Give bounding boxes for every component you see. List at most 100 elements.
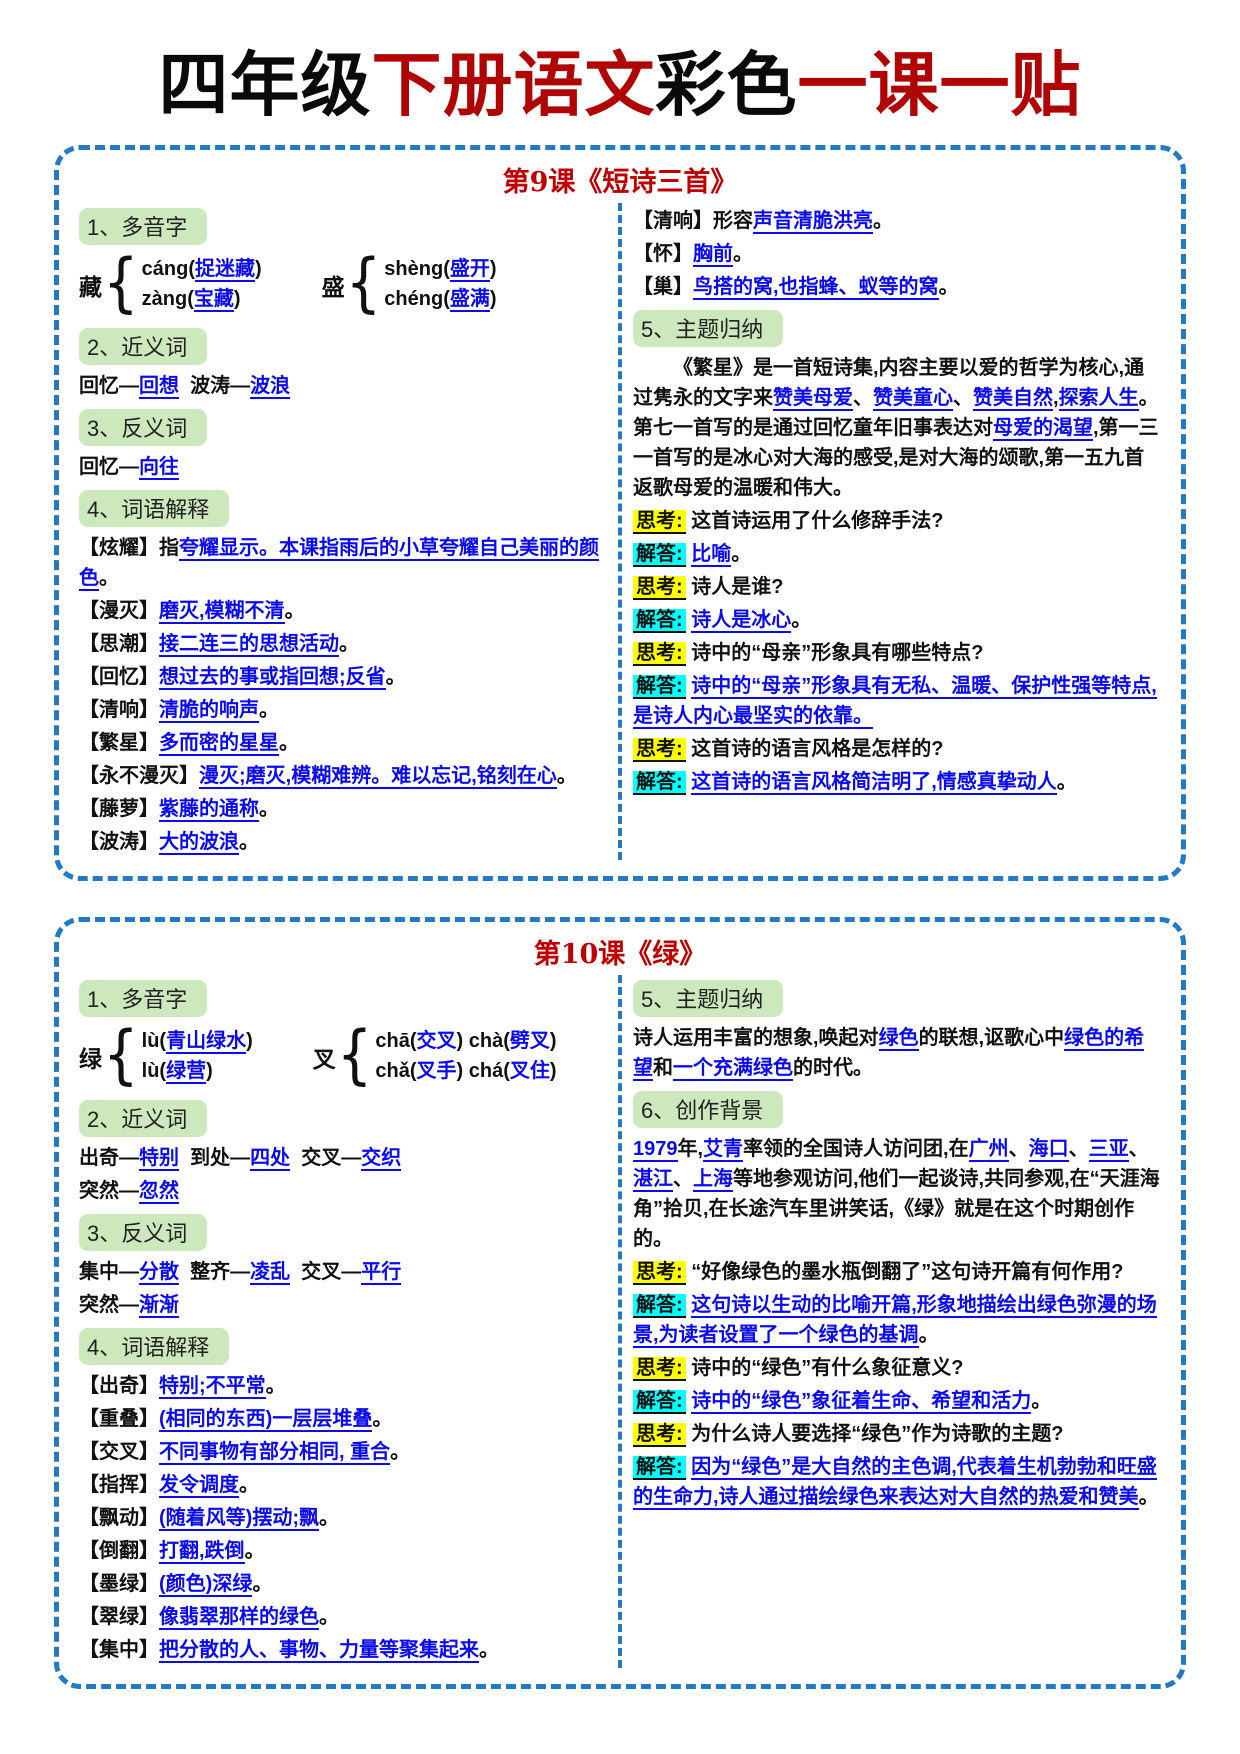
text-segment: ) <box>254 258 262 280</box>
text-segment: 诗中的“母亲”形象具有哪些特点? <box>685 642 984 664</box>
text-segment: 。 <box>372 1408 393 1430</box>
text-segment: 。 <box>918 1324 939 1346</box>
text-segment: 突然— <box>79 1180 139 1202</box>
text-segment: 。 <box>390 1441 411 1463</box>
text-segment: 交叉— <box>290 1147 362 1169</box>
paragraph: 【翠绿】像翡翠那样的绿色。 <box>79 1602 607 1632</box>
answer-label: 解答: <box>633 609 686 633</box>
section-label: 1、多音字 <box>79 208 208 245</box>
paragraph: 思考: 为什么诗人要选择“绿色”作为诗歌的主题? <box>633 1419 1161 1449</box>
text-segment: 的时代。 <box>793 1057 873 1079</box>
paragraph: 【倒翻】打翻,跌倒。 <box>79 1536 607 1566</box>
text-segment: 【倒翻】 <box>79 1540 159 1562</box>
text-segment: ) <box>489 288 497 310</box>
text-segment: 。 <box>252 1573 273 1595</box>
text-segment: 【怀】 <box>633 243 693 265</box>
paragraph: 解答: 诗人是冰心。 <box>633 605 1161 635</box>
paragraph: 回忆—回想 波涛—波浪 <box>79 371 607 401</box>
text-segment: 诗人是谁? <box>685 576 784 598</box>
gloss-text: 绿色的希望 <box>633 1027 1145 1081</box>
gloss-text: 想过去的事或指回想;反省 <box>159 666 386 690</box>
text-segment: 【交叉】 <box>79 1441 159 1463</box>
paragraph: 【集中】把分散的人、事物、力量等聚集起来。 <box>79 1635 607 1665</box>
gloss-text: 因为“绿色”是大自然的主色调,代表着生机勃勃和旺盛的生命力,诗人通过描绘绿色来表… <box>633 1456 1157 1510</box>
text-segment: ) chá( <box>456 1060 510 1082</box>
gloss-text: 比喻 <box>691 543 732 567</box>
text-segment: 整齐— <box>179 1261 251 1283</box>
gloss-text: 大的波浪 <box>159 831 239 855</box>
text-segment: ,第一三一首写的是冰心对大海的感受,是对大海的颂歌,第一五九首返歌母爱的温暖和伟… <box>633 417 1159 499</box>
paragraph: 【永不漫灭】漫灭;磨灭,模糊难辨。难以忘记,铭刻在心。 <box>79 761 607 791</box>
text-segment: 。 <box>239 831 259 853</box>
answer-label: 解答: <box>633 675 686 699</box>
pronunciation-line: shèng(盛开) <box>384 256 497 283</box>
paragraph: 诗人运用丰富的想象,唤起对绿色的联想,讴歌心中绿色的希望和一个充满绿色的时代。 <box>633 1023 1161 1083</box>
gloss-text: 赞美童心 <box>873 387 953 411</box>
paragraph: 【思潮】接二连三的思想活动。 <box>79 629 607 659</box>
paragraph: 思考: 这首诗的语言风格是怎样的? <box>633 734 1161 764</box>
lesson-10-card: 第10课《绿》 1、多音字绿{lù(青山绿水)lù(绿营)叉{chā(交叉) c… <box>54 917 1186 1689</box>
answer-label: 解答: <box>633 1294 686 1318</box>
text-segment: 【集中】 <box>79 1639 159 1661</box>
gloss-text: 夸耀显示。本课指雨后的小草夸耀自己美丽的颜色 <box>79 537 599 591</box>
text-segment: 、 <box>853 387 873 409</box>
text-segment: 【回忆】 <box>79 666 159 688</box>
text-segment: 的联想,讴歌心中 <box>918 1027 1065 1049</box>
pronunciation-line: cáng(捉迷藏) <box>142 256 262 283</box>
gloss-text: 诗人是冰心 <box>691 609 792 633</box>
gloss-text: 胸前 <box>693 243 733 267</box>
think-label: 思考: <box>633 576 686 600</box>
paragraph: 【飘动】(随着风等)摆动;飘。 <box>79 1503 607 1533</box>
text-segment: 。 <box>339 633 359 655</box>
text-segment: 交叉— <box>290 1261 362 1283</box>
gloss-text: 声音清脆洪亮 <box>753 210 873 234</box>
gloss-text: 绿色 <box>878 1027 919 1051</box>
paragraph: 《繁星》是一首短诗集,内容主要以爱的哲学为核心,通过隽永的文字来赞美母爱、赞美童… <box>633 353 1161 503</box>
gloss-text: 劈叉 <box>509 1030 550 1052</box>
text-segment: 。 <box>284 600 305 622</box>
gloss-text: 艾青 <box>703 1138 744 1162</box>
text-segment: 【墨绿】 <box>79 1573 159 1595</box>
polyphonic-row: 绿{lù(青山绿水)lù(绿营)叉{chā(交叉) chà(劈叉)chǎ(叉手)… <box>79 1023 607 1088</box>
lesson-9-columns: 1、多音字藏{cáng(捉迷藏)zàng(宝藏)盛{shèng(盛开)chéng… <box>73 203 1167 860</box>
gloss-text: 凌乱 <box>250 1261 291 1285</box>
paragraph: 【重叠】(相同的东西)一层层堆叠。 <box>79 1404 607 1434</box>
text-segment: 回忆— <box>79 375 139 397</box>
text-segment: 【炫耀】指 <box>79 537 179 559</box>
text-segment: 【指挥】 <box>79 1474 159 1496</box>
paragraph: 【墨绿】(颜色)深绿。 <box>79 1569 607 1599</box>
gloss-text: 海口 <box>1028 1138 1069 1162</box>
pronunciation-lines: cáng(捉迷藏)zàng(宝藏) <box>142 256 262 313</box>
text-segment: ) <box>233 288 241 310</box>
text-segment: 《繁星》是一首短诗集,内容主要以爱的哲学为核心,通过隽永的文字来 <box>633 357 1145 409</box>
polyphonic-item: 绿{lù(青山绿水)lù(绿营) <box>79 1023 253 1088</box>
lesson-9-left-column: 1、多音字藏{cáng(捉迷藏)zàng(宝藏)盛{shèng(盛开)chéng… <box>73 203 613 860</box>
text-segment: 。 <box>385 666 406 688</box>
answer-label: 解答: <box>633 543 686 567</box>
text-segment: 、 <box>1068 1138 1089 1160</box>
pronunciation-line: chā(交叉) chà(劈叉) <box>375 1028 556 1055</box>
text-segment: zàng( <box>141 288 194 310</box>
pronunciation-line: lù(青山绿水) <box>142 1028 253 1055</box>
gloss-text: 渐渐 <box>139 1294 179 1318</box>
gloss-text: 把分散的人、事物、力量等聚集起来 <box>159 1639 479 1663</box>
paragraph: 【交叉】不同事物有部分相同, 重合。 <box>79 1437 607 1467</box>
paragraph: 【巢】鸟搭的窝,也指蜂、蚁等的窝。 <box>633 272 1161 302</box>
text-segment: 【巢】 <box>633 276 693 298</box>
brace-glyph: { <box>103 246 139 322</box>
paragraph: 思考: “好像绿色的墨水瓶倒翻了”这句诗开篇有何作用? <box>633 1257 1161 1287</box>
pronunciation-line: chǎ(叉手) chá(叉住) <box>375 1058 556 1085</box>
text-segment: 。 <box>479 1639 499 1661</box>
text-segment: 年, <box>677 1138 704 1160</box>
text-segment: 。 <box>319 1606 339 1628</box>
text-segment: 。 <box>873 210 893 232</box>
paragraph: 【炫耀】指夸耀显示。本课指雨后的小草夸耀自己美丽的颜色。 <box>79 533 607 593</box>
text-segment: cáng( <box>141 258 195 280</box>
gloss-text: 上海 <box>693 1168 733 1192</box>
section-label: 2、近义词 <box>79 328 208 365</box>
section-label: 4、词语解释 <box>79 1328 230 1365</box>
section-label: 5、主题归纳 <box>633 310 784 347</box>
column-divider <box>618 203 622 860</box>
page-title: 四年级下册语文彩色一课一贴 <box>0 46 1240 123</box>
text-segment: ) chà( <box>456 1030 510 1052</box>
